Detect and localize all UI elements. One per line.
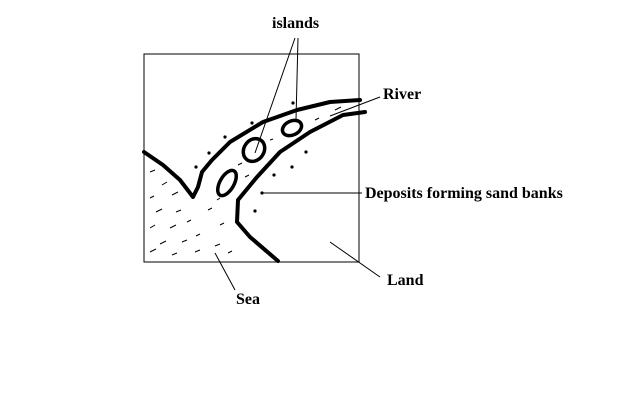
island	[215, 168, 239, 198]
leader-lines	[214, 37, 381, 291]
island	[241, 136, 267, 164]
sea-label: Sea	[236, 291, 260, 308]
right-river-bank	[235, 110, 367, 263]
sand-deposit-dots	[194, 101, 308, 213]
map-frame	[143, 53, 360, 263]
left-river-bank	[142, 98, 362, 199]
islands-label: islands	[272, 15, 319, 32]
water-dashes	[149, 106, 342, 256]
deposits-label: Deposits forming sand banks	[365, 185, 563, 202]
river-label: River	[383, 86, 421, 103]
land-label: Land	[387, 272, 424, 289]
island	[280, 118, 304, 138]
